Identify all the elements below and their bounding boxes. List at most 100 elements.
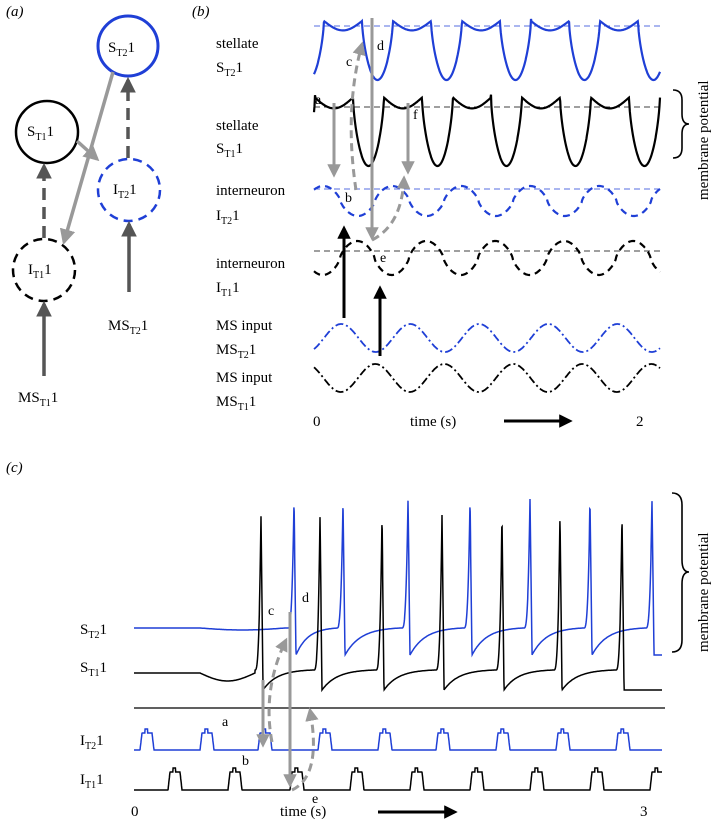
row-c-st2-base: S xyxy=(80,622,88,638)
row-b-st2-base: S xyxy=(216,60,224,76)
row-c-it1-sub: T1 xyxy=(85,780,96,791)
row-b-it1-sub: T1 xyxy=(221,288,232,299)
row-b-mst1-suffix: 1 xyxy=(249,394,257,410)
panel-a: (a) ST21 ST11 IT21 IT11 MST21 MST11 xyxy=(6,4,162,409)
panel-c: (c) ST21 ST11 IT21 IT11 a b c d e 0 time… xyxy=(6,460,712,820)
input-mst2-suffix: 1 xyxy=(141,318,149,334)
annot-c-a: a xyxy=(222,715,229,730)
arrow-c-c xyxy=(267,637,288,743)
row-b-it1-suffix: 1 xyxy=(232,280,240,296)
node-st2-sub: T2 xyxy=(116,48,127,59)
annot-b-c: c xyxy=(346,55,352,70)
row-c-st2-sub: T2 xyxy=(88,630,99,641)
row-b-st2-suffix: 1 xyxy=(235,60,243,76)
input-mst1-base: MS xyxy=(18,390,40,406)
row-b-it2-suffix: 1 xyxy=(232,208,240,224)
row-b-st1-line1: stellate xyxy=(216,118,259,134)
node-st2-suffix: 1 xyxy=(127,40,135,56)
node-it2-suffix: 1 xyxy=(129,182,137,198)
axis-b-xlabel: time (s) xyxy=(410,414,456,430)
panel-b-label: (b) xyxy=(192,4,210,20)
row-b-it1-line1: interneuron xyxy=(216,256,286,272)
node-st1-suffix: 1 xyxy=(46,124,54,140)
node-st2-label: ST21 xyxy=(108,40,135,59)
row-b-st2-line2: ST21 xyxy=(216,60,243,79)
trace-b-ms-input-t2 xyxy=(313,323,661,353)
trace-b-ms-input-t1 xyxy=(313,363,661,393)
bracket-b xyxy=(672,89,690,159)
annot-b-e: e xyxy=(380,251,386,266)
row-b-mst2-line2: MST21 xyxy=(216,342,256,361)
trace-b-interneuron-t2 xyxy=(313,184,661,218)
arrow-st1-to-it2 xyxy=(75,139,100,162)
row-b-st2-sub: T2 xyxy=(224,68,235,79)
trace-c-stellate-t1 xyxy=(134,514,662,693)
row-b-it2-base: I xyxy=(216,208,221,224)
node-it2-sub: T2 xyxy=(118,190,129,201)
annot-b-d: d xyxy=(377,39,384,54)
row-c-st1-base: S xyxy=(80,660,88,676)
input-mst2-base: MS xyxy=(108,318,130,334)
bracket-c-label: membrane potential xyxy=(696,532,712,652)
row-b-st1-base: S xyxy=(216,141,224,157)
panel-b: (b) stellate ST21 stellate ST11 interneu… xyxy=(192,4,712,430)
annot-b-f: f xyxy=(413,108,418,123)
bracket-b-label: membrane potential xyxy=(696,80,712,200)
axis-c-end: 3 xyxy=(640,804,648,820)
row-b-it2-sub: T2 xyxy=(221,216,232,227)
trace-b-stellate-t1 xyxy=(312,94,662,168)
input-mst1-sub: T1 xyxy=(40,398,51,409)
row-b-it2-line2: IT21 xyxy=(216,208,240,227)
input-mst2-sub: T2 xyxy=(130,326,141,337)
input-mst1-label: MST11 xyxy=(18,390,58,409)
row-b-mst1-sub: T1 xyxy=(238,402,249,413)
row-c-it2-base: I xyxy=(80,733,85,749)
node-st2-circle xyxy=(96,14,160,78)
node-it1-base: I xyxy=(28,262,33,278)
trace-b-stellate-t2 xyxy=(312,18,662,82)
annot-c-b: b xyxy=(242,754,249,769)
axis-c-start: 0 xyxy=(131,804,139,820)
input-mst2-label: MST21 xyxy=(108,318,148,337)
axis-b-start: 0 xyxy=(313,414,321,430)
row-b-it1-line2: IT11 xyxy=(216,280,240,299)
node-st1-sub: T1 xyxy=(35,132,46,143)
trace-c-stellate-t2 xyxy=(134,498,662,658)
bracket-c xyxy=(671,492,690,653)
annot-c-c: c xyxy=(268,604,274,619)
arrow-c-e xyxy=(291,707,319,792)
row-b-mst2-suffix: 1 xyxy=(249,342,257,358)
node-it2-label: IT21 xyxy=(113,182,137,201)
annot-b-b: b xyxy=(345,191,352,206)
trace-c-interneuron-t2 xyxy=(134,728,662,751)
panel-c-label: (c) xyxy=(6,460,23,476)
panel-a-label: (a) xyxy=(6,4,24,20)
annot-b-a: a xyxy=(315,93,322,108)
row-b-st1-line2: ST11 xyxy=(216,141,243,160)
arrow-b-e xyxy=(371,175,411,242)
node-it1-sub: T1 xyxy=(33,270,44,281)
node-it1-label: IT11 xyxy=(28,262,52,281)
row-c-it2: IT21 xyxy=(80,733,104,752)
row-b-mst2-base: MS xyxy=(216,342,238,358)
row-b-st2-line1: stellate xyxy=(216,36,259,52)
annot-c-d: d xyxy=(302,591,309,606)
row-b-mst1-line2: MST11 xyxy=(216,394,256,413)
arrow-b-c xyxy=(349,41,366,191)
row-c-st2: ST21 xyxy=(80,622,107,641)
row-b-st1-suffix: 1 xyxy=(235,141,243,157)
row-b-mst2-line1: MS input xyxy=(216,318,273,334)
row-c-st1-sub: T1 xyxy=(88,668,99,679)
trace-c-interneuron-t1 xyxy=(134,767,662,791)
row-c-it1-base: I xyxy=(80,772,85,788)
axis-b-end: 2 xyxy=(636,414,644,430)
row-b-mst2-sub: T2 xyxy=(238,350,249,361)
node-st1-base: S xyxy=(27,124,35,140)
row-c-it1-suffix: 1 xyxy=(96,772,104,788)
arrow-st2-to-it1 xyxy=(59,71,115,246)
row-c-st1: ST11 xyxy=(80,660,107,679)
trace-b-interneuron-t1 xyxy=(313,239,661,277)
row-c-it2-sub: T2 xyxy=(85,741,96,752)
row-b-it2-line1: interneuron xyxy=(216,183,286,199)
node-it2-base: I xyxy=(113,182,118,198)
